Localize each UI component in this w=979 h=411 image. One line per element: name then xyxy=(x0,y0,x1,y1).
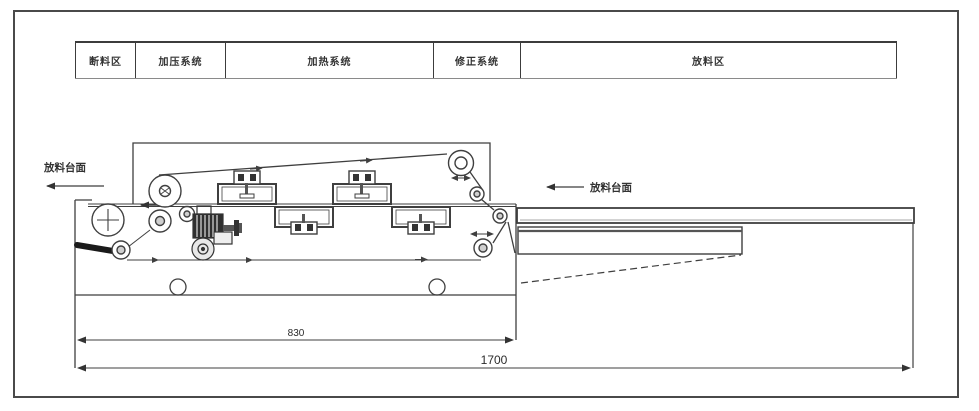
guide-roller-right xyxy=(492,208,508,224)
feed-table-brace xyxy=(520,254,742,284)
upper-belt-run xyxy=(158,153,448,176)
rewind-roll xyxy=(91,203,125,237)
zone-feed-area: 放料区 xyxy=(520,43,897,78)
zone-correction-system-label: 修正系统 xyxy=(455,57,499,68)
dimension-830-value: 830 xyxy=(288,328,305,339)
upper-heater-tray-1 xyxy=(217,170,277,205)
heater-trays xyxy=(217,170,451,235)
lower-right-roller xyxy=(470,231,494,258)
right-table-annotation: 放料台面 xyxy=(546,181,632,194)
small-left-roller xyxy=(178,205,196,223)
zone-heat-system-label: 加热系统 xyxy=(307,57,352,68)
zone-press-system: 加压系统 xyxy=(135,43,225,78)
upper-right-roller xyxy=(447,149,475,181)
zone-table: 断料区 加压系统 加热系统 修正系统 放料区 xyxy=(75,41,897,79)
upper-left-roller xyxy=(148,174,182,208)
zone-correction-system: 修正系统 xyxy=(433,43,520,78)
zone-press-system-label: 加压系统 xyxy=(158,57,203,68)
feed-table-top xyxy=(516,207,915,224)
zone-heat-system: 加热系统 xyxy=(225,43,433,78)
unload-rod xyxy=(74,240,131,260)
zone-cut-area: 断料区 xyxy=(75,43,135,78)
left-table-label: 放料台面 xyxy=(43,161,86,174)
dimension-1700-value: 1700 xyxy=(481,353,508,367)
motor-flange xyxy=(234,220,239,236)
drive-motor xyxy=(191,205,242,261)
machine-foot-left xyxy=(169,278,187,296)
lower-heater-tray-2 xyxy=(391,206,451,235)
tension-roller-upper xyxy=(469,186,485,202)
zone-cut-area-label: 断料区 xyxy=(89,57,122,68)
left-table-annotation: 放料台面 xyxy=(43,161,104,190)
upper-heater-tray-2 xyxy=(332,170,392,205)
motor-shaft xyxy=(223,225,234,231)
machine-body xyxy=(74,199,517,368)
rollers xyxy=(74,149,508,260)
zone-feed-area-label: 放料区 xyxy=(692,57,725,68)
machine-foot-right xyxy=(428,278,446,296)
right-table-label: 放料台面 xyxy=(589,181,632,194)
dimension-1700: 1700 xyxy=(77,353,911,372)
mid-left-roller xyxy=(148,209,172,233)
feed-table xyxy=(516,207,915,368)
dimension-830: 830 xyxy=(77,328,514,344)
motor-bracket xyxy=(196,205,212,215)
lower-heater-tray-1 xyxy=(274,206,334,235)
upper-belt-frame xyxy=(132,142,516,254)
